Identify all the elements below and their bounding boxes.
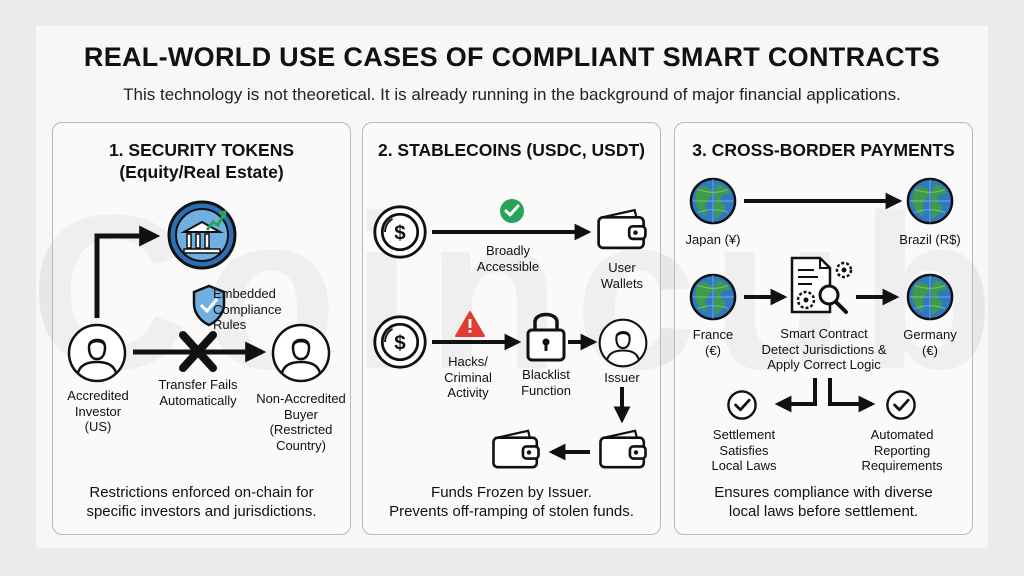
panel-footer: Ensures compliance with diverse local la… [675,483,972,521]
panel-title: 1. SECURITY TOKENS (Equity/Real Estate) [53,139,350,183]
smart-contract-label: Smart Contract Detect Jurisdictions & Ap… [752,326,896,373]
label-line: Activity [447,385,489,400]
germany-label: Germany (€) [895,327,965,358]
brazil-label: Brazil (R$) [899,232,961,247]
label-line: Broadly [485,243,531,258]
panel-footer: Funds Frozen by Issuer. Prevents off-ram… [363,483,660,521]
label-line: Apply Correct Logic [767,357,881,372]
hacks-label: Hacks/ Criminal Activity [428,354,508,401]
label-line: Satisfies [719,442,769,458]
transfer-fails-label: Transfer Fails Automatically [148,377,248,408]
footer-line: Restrictions enforced on-chain for [89,484,314,501]
label-line: Embedded [213,286,276,301]
document-gears-icon [790,256,853,314]
label-line: Compliance [213,301,282,317]
page-title: REAL-WORLD USE CASES OF COMPLIANT SMART … [83,42,941,72]
arrow-to-reporting [828,378,876,413]
check-badge-icon [500,199,524,223]
panel-footer: Restrictions enforced on-chain for speci… [53,483,350,521]
label-line: Buyer [284,406,318,422]
user-wallets-label: User Wallets [582,260,662,291]
nonaccredited-buyer-label: Non-Accredited Buyer (Restricted Country… [246,391,356,453]
label-line: Accredited [67,388,129,403]
label-line: (US) [84,419,112,434]
shield-check-icon [192,284,226,327]
label-line: Transfer Fails [158,377,238,392]
footer-line: Ensures compliance with diverse [714,484,933,501]
label-line: Rules [213,317,247,332]
label-line: (€) [705,342,721,358]
settlement-label: Settlement Satisfies Local Laws [699,427,789,474]
japan-label: Japan (¥) [685,232,741,247]
label-line: Local Laws [711,458,777,473]
label-line: Detect Jurisdictions & [761,341,887,357]
accredited-investor-label: Accredited Investor (US) [48,388,148,435]
issuer-label: Issuer [604,370,640,385]
label-line: Reporting [873,442,931,458]
label-line: Function [521,382,571,398]
padlock-icon [526,312,566,362]
label-line: France [692,327,734,342]
france-label: France (€) [678,327,748,358]
panel-title-line: (Equity/Real Estate) [119,162,284,182]
label-line: Criminal [444,369,492,385]
label-line: (€) [922,342,938,358]
footer-line: Funds Frozen by Issuer. [431,484,592,501]
label-line: Germany [903,327,957,342]
label-line: Investor [74,403,122,419]
label-line: Accessible [476,258,540,274]
bank-growth-icon [167,200,237,270]
label-line: Hacks/ [448,354,488,369]
label-line: Wallets [600,275,644,291]
panel-title: 2. STABLECOINS (USDC, USDT) [377,140,646,160]
footer-line: specific investors and jurisdictions. [86,503,317,520]
panel-title-line: 1. SECURITY TOKENS [108,140,295,160]
label-line: Automatically [159,392,237,408]
label-line: Requirements [861,458,943,473]
label-line: Settlement [712,427,776,442]
broadly-accessible-label: Broadly Accessible [458,243,558,274]
warning-icon [455,311,485,337]
blacklist-function-label: Blacklist Function [506,367,586,398]
label-line: Non-Accredited [256,391,346,406]
label-line: (Restricted [269,422,333,437]
reporting-label: Automated Reporting Requirements [852,427,952,474]
footer-line: Prevents off-ramping of stolen funds. [389,503,634,520]
label-line: Automated [870,427,934,442]
footer-line: local laws before settlement. [728,503,919,520]
label-line: Country) [276,437,326,453]
x-mark-icon [179,331,217,372]
arrow-to-settlement [774,378,817,413]
label-line: User [608,260,636,275]
panel-title: 3. CROSS-BORDER PAYMENTS [692,140,955,160]
label-line: Smart Contract [780,326,868,341]
page-subtitle: This technology is not theoretical. It i… [123,85,901,104]
label-line: Blacklist [522,367,570,382]
embedded-rules-label: Embedded Compliance Rules [213,286,282,333]
arrow-up-to-token [94,225,161,318]
